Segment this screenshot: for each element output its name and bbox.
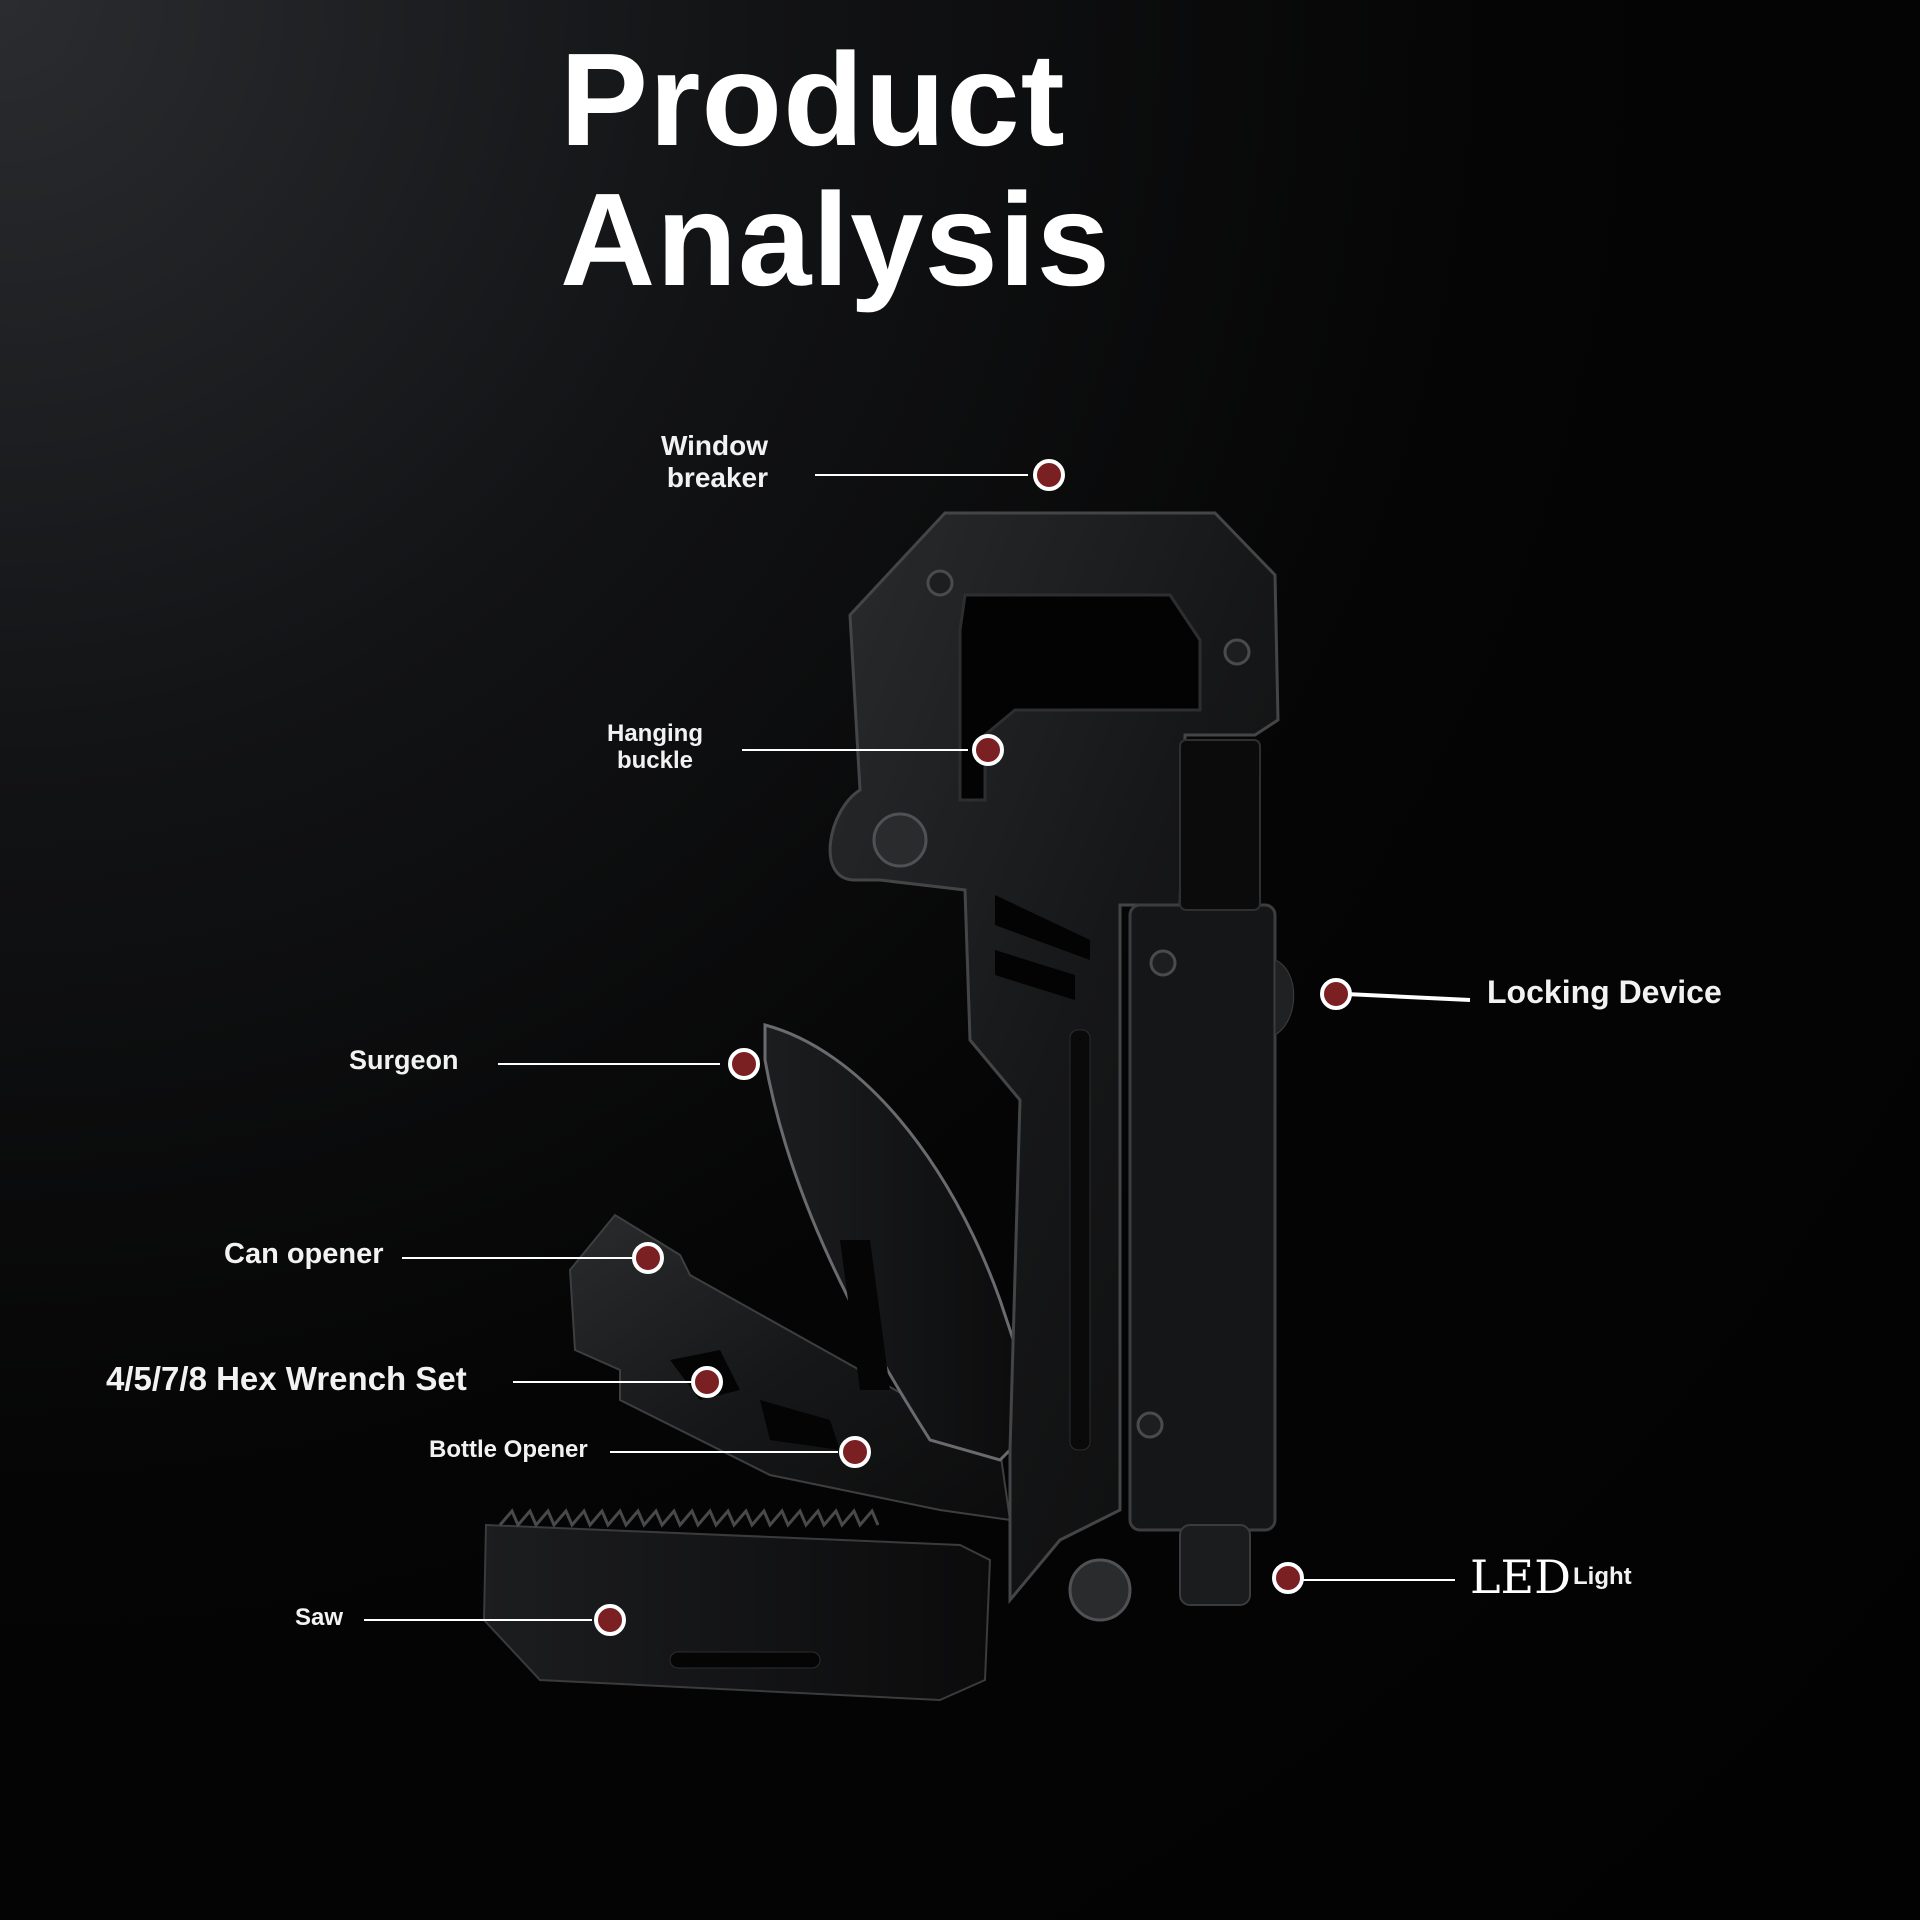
handle-body [995, 739, 1295, 1606]
callout-markers [594, 459, 1352, 1636]
label-led-light: Light [1573, 1563, 1632, 1590]
label-window-breaker-line2: breaker [666, 462, 768, 493]
label-led: LED [1470, 1550, 1572, 1604]
label-hex-wrench: 4/5/7/8 Hex Wrench Set [106, 1360, 467, 1397]
screws [872, 569, 1251, 1622]
label-bottle-opener: Bottle Opener [429, 1436, 588, 1463]
page-title: Product Analysis [560, 30, 1111, 310]
title-line-1: Product [560, 26, 1066, 173]
label-locking-device: Locking Device [1487, 974, 1722, 1010]
marker-surgeon [728, 1048, 760, 1080]
label-window-breaker: Window breaker [652, 430, 768, 494]
marker-locking-device [1320, 978, 1352, 1010]
label-can-opener: Can opener [224, 1238, 384, 1270]
marker-hanging-buckle [972, 734, 1004, 766]
callout-lines [364, 474, 1471, 1621]
marker-saw [594, 1604, 626, 1636]
marker-can-opener [632, 1242, 664, 1274]
knife-blade [763, 1023, 1042, 1462]
marker-bottle-opener [839, 1436, 871, 1468]
line-locking-device [1345, 992, 1471, 1002]
label-hanging-buckle: Hanging buckle [600, 720, 710, 774]
label-surgeon: Surgeon [349, 1045, 459, 1075]
title-line-2: Analysis [560, 166, 1111, 313]
marker-hex-wrench [691, 1366, 723, 1398]
marker-led [1272, 1562, 1304, 1594]
label-hanging-buckle-line1: Hanging [607, 720, 703, 747]
label-hanging-buckle-line2: buckle [616, 747, 694, 774]
label-saw: Saw [295, 1604, 344, 1631]
marker-window-breaker [1033, 459, 1065, 491]
saw-blade [482, 1508, 992, 1702]
label-window-breaker-line1: Window [660, 430, 768, 461]
